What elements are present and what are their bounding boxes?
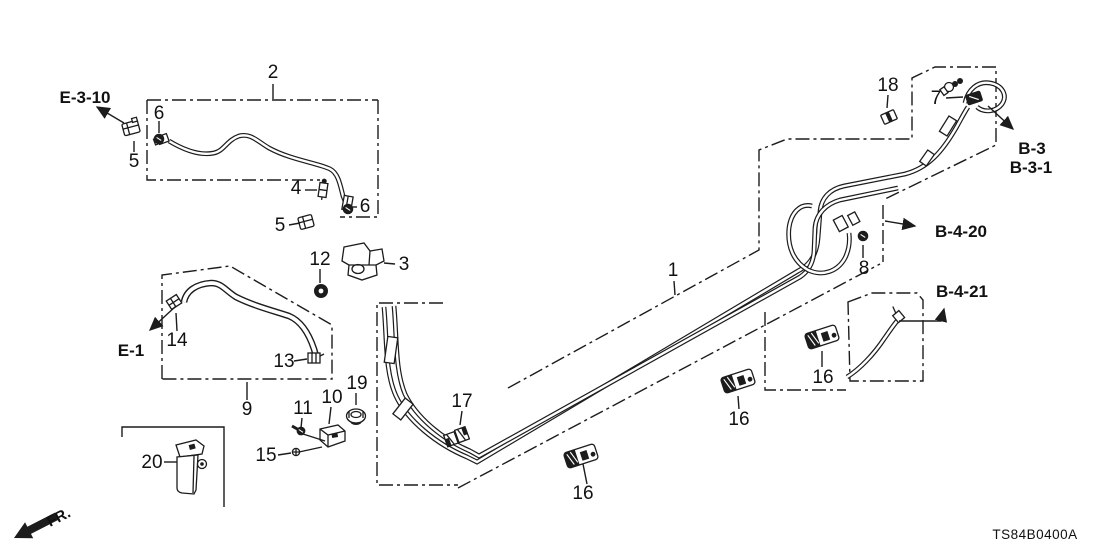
bolt-11 <box>291 424 306 436</box>
pipe-sleeves <box>383 115 958 421</box>
arrow-b-3 <box>987 105 1015 130</box>
outline-boxes <box>121 66 997 507</box>
outline-diagonal-lower <box>457 205 884 489</box>
part-label-20[interactable]: 20 <box>141 452 162 473</box>
ref-label-e-1[interactable]: E-1 <box>118 341 144 360</box>
clip-16-right <box>803 323 841 351</box>
ref-label-b-4-21[interactable]: B-4-21 <box>936 282 988 301</box>
outline-box-part20 <box>121 426 225 507</box>
bracket-10 <box>319 424 346 448</box>
outline-box-center <box>376 302 458 486</box>
reference-labels: E-3-10 E-1 B-3 B-3-1 B-4-20 B-4-21 <box>59 88 1052 360</box>
ref-label-b-3[interactable]: B-3 <box>1018 139 1045 158</box>
clamp-4 <box>317 178 329 200</box>
part-label-16b[interactable]: 16 <box>728 409 749 430</box>
part-label-4[interactable]: 4 <box>291 178 302 199</box>
part-label-5a[interactable]: 5 <box>129 151 140 172</box>
part-label-10[interactable]: 10 <box>321 387 342 408</box>
ref-label-e-3-10[interactable]: E-3-10 <box>59 88 110 107</box>
part-label-12[interactable]: 12 <box>309 249 330 270</box>
fr-direction-arrow <box>14 512 59 539</box>
pipes <box>167 80 1007 465</box>
clip-18 <box>880 109 898 125</box>
clip-16-middle <box>719 367 757 395</box>
part-label-9[interactable]: 9 <box>242 399 253 420</box>
ref-label-b-4-20[interactable]: B-4-20 <box>935 222 987 241</box>
part-label-14[interactable]: 14 <box>166 330 188 351</box>
b421-hose-tip <box>891 306 906 324</box>
fr-label: FR. <box>44 504 73 530</box>
arrow-b-4-21 <box>899 307 948 323</box>
clip-14 <box>165 293 183 311</box>
outline-box-b421 <box>847 292 924 382</box>
part-label-18[interactable]: 18 <box>877 75 898 96</box>
part-label-16c[interactable]: 16 <box>812 367 833 388</box>
part-label-16a[interactable]: 16 <box>572 483 593 504</box>
bolt-6a <box>153 133 165 145</box>
canister-20 <box>175 439 208 495</box>
diagram-code: TS84B0400A <box>992 527 1077 542</box>
clip-5b <box>297 214 315 230</box>
part-label-15[interactable]: 15 <box>255 445 276 466</box>
arrow-e-3-10 <box>95 106 125 124</box>
arrow-e-1 <box>148 305 177 331</box>
arrow-b-4-20 <box>884 217 917 231</box>
part-label-19[interactable]: 19 <box>346 373 367 394</box>
part-label-6a[interactable]: 6 <box>154 103 165 124</box>
outline-box-part9 <box>161 265 333 380</box>
loop-fitting <box>846 210 861 227</box>
part-label-6b[interactable]: 6 <box>360 196 371 217</box>
clip-5a <box>121 116 141 137</box>
part-label-17[interactable]: 17 <box>451 391 472 412</box>
clamp-13 <box>307 352 325 364</box>
part-label-11[interactable]: 11 <box>293 398 313 419</box>
bracket-3 <box>341 242 385 281</box>
part-label-1[interactable]: 1 <box>668 260 679 281</box>
part-label-7[interactable]: 7 <box>931 88 942 109</box>
part-label-2[interactable]: 2 <box>268 62 279 83</box>
clip-7 <box>965 90 983 106</box>
part-number-labels: 1 2 3 4 5 5 6 6 7 8 9 10 11 12 13 14 15 … <box>129 62 942 504</box>
part-glyphs <box>121 78 983 495</box>
quick-connector-head <box>939 78 963 97</box>
bolt-6b <box>342 203 354 215</box>
grommet-19 <box>345 408 367 425</box>
grommet-12 <box>314 284 328 298</box>
leader-lines <box>133 84 964 485</box>
bolt-8 <box>857 230 869 242</box>
screw-15 <box>291 447 301 457</box>
part-label-8[interactable]: 8 <box>859 258 870 279</box>
clamp-17 <box>442 425 471 448</box>
part-label-5b[interactable]: 5 <box>275 215 286 236</box>
outline-box-part2 <box>146 99 379 218</box>
part-label-13[interactable]: 13 <box>273 351 294 372</box>
ref-label-b-3-1[interactable]: B-3-1 <box>1010 158 1053 177</box>
loop-fitting <box>832 214 850 233</box>
part-label-3[interactable]: 3 <box>399 254 410 275</box>
ref-arrows <box>95 105 1015 331</box>
outline-right-region <box>507 66 997 389</box>
clip-16-bottom <box>562 442 600 470</box>
